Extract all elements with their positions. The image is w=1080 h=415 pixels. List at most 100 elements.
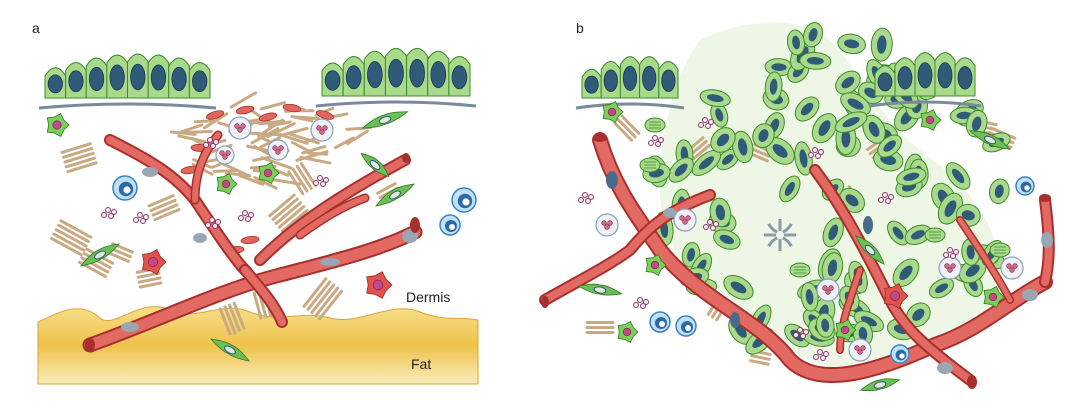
platelet (808, 152, 814, 158)
lymphocyte-highlight (462, 198, 470, 206)
platelet (648, 140, 654, 146)
platelet (317, 175, 323, 181)
cell-debris (764, 219, 796, 251)
platelet (212, 223, 218, 229)
epithelial-nucleus (345, 65, 362, 90)
granulation-nucleus (769, 78, 778, 95)
fibroblast-nucleus (378, 116, 392, 124)
platelet (582, 192, 588, 198)
collagen-fiber (54, 228, 88, 248)
collagen-fiber (301, 145, 327, 155)
collagen-fiber (66, 161, 99, 174)
platelet (953, 249, 959, 255)
collagen-fiber (751, 147, 771, 158)
epithelial-nucleus (603, 69, 618, 92)
platelet (210, 143, 216, 149)
neutrophil-nucleus-lobe (319, 129, 325, 135)
platelet (137, 212, 143, 218)
granulation-nucleus (965, 264, 980, 277)
neutrophil-nucleus-lobe (822, 285, 828, 291)
debris-fragment (782, 236, 793, 248)
collagen-fiber (291, 167, 309, 193)
vessel-lumen (85, 338, 95, 352)
chromosome-stripes (794, 266, 806, 274)
epithelial-nucleus (47, 74, 63, 94)
granulation-nucleus (715, 108, 724, 122)
collagen-fiber (318, 289, 344, 321)
collagen-fiber (250, 126, 281, 145)
fibroblast-nucleus (983, 135, 997, 145)
fibrin-clot (169, 91, 374, 255)
granulation-nucleus (842, 116, 860, 128)
epithelial-nucleus (957, 66, 973, 90)
collagen-fiber (178, 129, 213, 135)
collagen-fiber (268, 193, 296, 218)
collagen-fiber (49, 236, 83, 257)
collagen-fiber (109, 246, 133, 259)
collagen-fiber (266, 121, 297, 139)
lymphocyte-highlight (899, 353, 905, 359)
fibroblast-nucleus (369, 160, 381, 170)
platelet (215, 219, 221, 225)
collagen-fiber (271, 197, 299, 222)
collagen-fiber (616, 118, 637, 139)
collagen-fiber (107, 251, 131, 264)
granulation-nucleus (841, 129, 851, 148)
epidermis (575, 52, 982, 110)
neutrophil-nucleus-lobe (604, 224, 610, 230)
fibroblast-nucleus (873, 381, 887, 389)
collagen-fiber (295, 164, 313, 190)
neutrophil-nucleus-lobe (237, 127, 243, 133)
collagen-fiber (277, 205, 306, 229)
collagen-fiber (259, 100, 287, 111)
collagen-fiber (290, 140, 319, 157)
collagen-fiber (290, 115, 314, 123)
platelet (578, 197, 584, 203)
granulation-nucleus (827, 259, 838, 277)
neutrophil-nucleus-lobe (685, 215, 691, 221)
collagen-fiber (306, 279, 332, 311)
fibroblast-nucleus (389, 190, 401, 200)
platelet (585, 198, 591, 204)
granulation-nucleus (899, 265, 913, 281)
epithelial-nucleus (367, 61, 383, 89)
macrophage-nucleus (988, 292, 998, 302)
platelet (707, 219, 713, 225)
neutrophil-nucleus-lobe (1009, 267, 1015, 273)
granulation-nucleus (722, 154, 734, 165)
pericyte (193, 233, 207, 243)
vessel-lumen (967, 375, 977, 389)
epithelial-nucleus (584, 75, 599, 94)
platelet (105, 207, 111, 213)
collagen-fiber (59, 219, 93, 239)
fat-label: Fat (411, 356, 431, 372)
neutrophil-nucleus-lobe (225, 150, 231, 156)
epithelial-nucleus (88, 66, 105, 92)
collagen-fiber (64, 156, 97, 169)
platelet (713, 221, 719, 227)
neutrophil-nucleus-lobe (947, 267, 953, 273)
platelet (205, 222, 211, 228)
granulation-nucleus (934, 283, 949, 294)
platelet (812, 147, 818, 153)
platelet (813, 354, 819, 360)
collagen-fiber (232, 301, 246, 331)
lymphocyte-highlight (685, 325, 691, 331)
fibroblast-nucleus (224, 345, 236, 355)
platelet (140, 218, 146, 224)
neutrophil-nucleus-lobe (219, 150, 225, 156)
collagen-fiber (613, 121, 634, 142)
platelet (643, 299, 649, 305)
platelet (878, 197, 884, 203)
epithelial-nucleus (130, 63, 146, 91)
platelet (820, 355, 826, 361)
collagen-fiber (223, 305, 237, 335)
platelet (947, 247, 953, 253)
neutrophil-nucleus-lobe (679, 215, 685, 221)
neutrophil-nucleus-lobe (234, 123, 240, 129)
macrophage-nucleus (890, 291, 900, 301)
chromosome-stripes (929, 231, 941, 239)
panel-a-label: a (32, 20, 40, 36)
red-blood-cell (205, 110, 225, 120)
collagen-fiber (299, 155, 332, 165)
